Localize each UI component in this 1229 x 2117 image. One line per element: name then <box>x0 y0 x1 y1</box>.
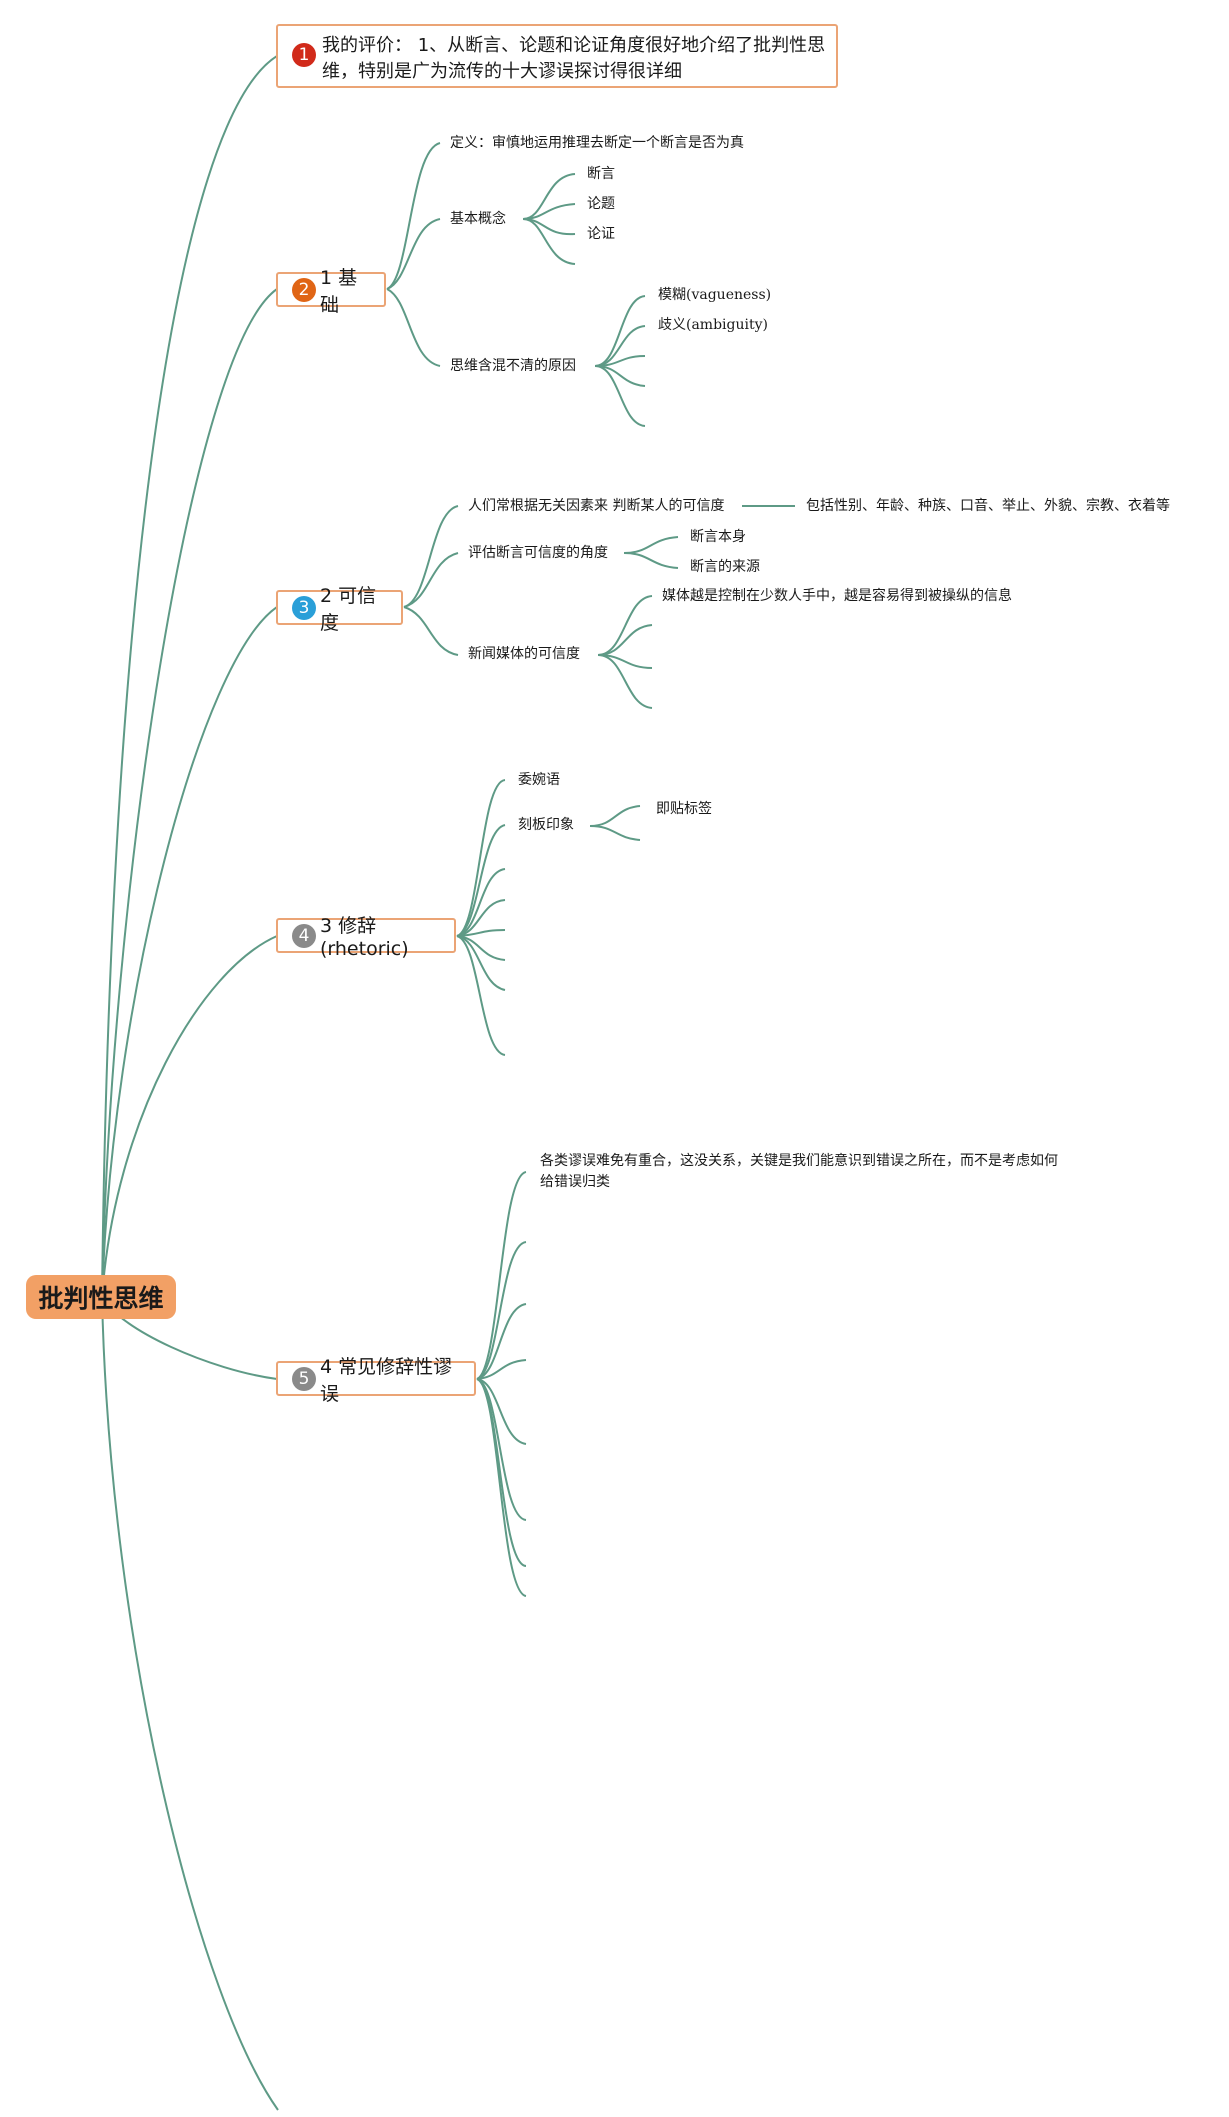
link-root-topic2 <box>101 288 278 1298</box>
link-unclear-5 <box>594 365 646 427</box>
priority-4-icon: 4 <box>292 923 316 948</box>
subtopic-concepts[interactable]: 基本概念 <box>450 211 506 227</box>
link-news-4 <box>597 654 653 709</box>
link-t2-concepts <box>386 218 441 290</box>
topic-basics-text: 1 基础 <box>320 266 358 316</box>
link-stereotype-2 <box>589 825 641 841</box>
priority-1-icon: 1 <box>292 43 316 67</box>
root-topic[interactable]: 批判性思维 <box>26 1275 176 1319</box>
link-t4-3 <box>456 868 506 937</box>
subtopic-fallacies-note[interactable]: 各类谬误难免有重合，这没关系，关键是我们能意识到错误之所在，而不是考虑如何给错误… <box>540 1153 1058 1190</box>
evaluate-claim-source[interactable]: 断言的来源 <box>690 559 760 575</box>
priority-2-icon: 2 <box>292 277 316 302</box>
link-concepts-1 <box>522 173 576 220</box>
topic-rhetoric[interactable]: 4 3 修辞(rhetoric) <box>276 915 456 960</box>
link-news-1 <box>597 595 653 656</box>
subtopic-definition[interactable]: 定义：审慎地运用推理去断定一个断言是否为真 <box>450 135 744 151</box>
link-t5-8 <box>476 1378 527 1597</box>
link-t3-evaluate <box>403 552 459 608</box>
subtopic-euphemism[interactable]: 委婉语 <box>518 772 560 788</box>
link-root-topic3 <box>101 606 278 1298</box>
subtopic-stereotype[interactable]: 刻板印象 <box>518 817 574 833</box>
concept-claim[interactable]: 断言 <box>587 166 615 182</box>
link-news-2 <box>597 624 653 656</box>
link-t4-7 <box>456 935 506 991</box>
topic-fallacies[interactable]: 5 4 常见修辞性谬误 <box>276 1356 476 1405</box>
link-stereotype-1 <box>589 805 641 827</box>
link-t4-4 <box>456 899 506 937</box>
link-evaluate-2 <box>623 552 679 569</box>
link-t5-4 <box>476 1359 527 1380</box>
topic-review[interactable]: 1 我的评价： 1、从断言、论题和论证角度很好地介绍了批判性思维，特别是广为流传… <box>276 24 838 88</box>
link-concepts-4 <box>522 218 576 265</box>
topic-review-text: 我的评价： 1、从断言、论题和论证角度很好地介绍了批判性思维，特别是广为流传的十… <box>322 35 826 82</box>
link-t3-news <box>403 606 459 656</box>
news-media-control[interactable]: 媒体越是控制在少数人手中，越是容易得到被操纵的信息 <box>662 588 1012 604</box>
link-t2-definition <box>386 142 441 290</box>
stereotype-labeling[interactable]: 即贴标签 <box>656 801 712 817</box>
subtopic-news-media[interactable]: 新闻媒体的可信度 <box>468 646 580 662</box>
topic-fallacies-text: 4 常见修辞性谬误 <box>320 1355 453 1405</box>
topic-credibility-text: 2 可信度 <box>320 584 377 634</box>
link-evaluate-1 <box>623 536 679 554</box>
priority-5-icon: 5 <box>292 1366 316 1391</box>
irrelevant-factors-detail[interactable]: 包括性别、年龄、种族、口音、举止、外貌、宗教、衣着等 <box>806 498 1170 514</box>
link-t5-3 <box>476 1303 527 1380</box>
subtopic-evaluate-credibility[interactable]: 评估断言可信度的角度 <box>468 545 608 561</box>
link-t5-5 <box>476 1378 527 1445</box>
unclear-vagueness[interactable]: 模糊(vagueness) <box>658 287 772 303</box>
link-t2-unclear <box>386 288 441 367</box>
link-root-topic1 <box>101 55 278 1298</box>
topic-basics[interactable]: 2 1 基础 <box>276 267 386 316</box>
concept-argument[interactable]: 论证 <box>587 226 615 242</box>
link-t5-1 <box>476 1171 527 1380</box>
subtopic-irrelevant-factors[interactable]: 人们常根据无关因素来 判断某人的可信度 <box>468 498 725 514</box>
link-t4-8 <box>456 935 506 1056</box>
priority-3-icon: 3 <box>292 595 316 620</box>
subtopic-unclear-thinking[interactable]: 思维含混不清的原因 <box>450 358 576 374</box>
link-t4-1 <box>456 779 506 937</box>
link-t5-2 <box>476 1241 527 1380</box>
link-t3-irrelevant <box>403 505 459 608</box>
evaluate-claim-itself[interactable]: 断言本身 <box>690 529 746 545</box>
link-t5-7 <box>476 1378 527 1567</box>
link-t4-5 <box>456 929 506 937</box>
concept-issue[interactable]: 论题 <box>587 196 615 212</box>
link-t4-2 <box>456 824 506 937</box>
link-unclear-1 <box>594 295 646 367</box>
link-root-extra <box>101 1296 279 2111</box>
topic-credibility[interactable]: 3 2 可信度 <box>276 585 403 634</box>
topic-rhetoric-text: 3 修辞(rhetoric) <box>320 915 409 960</box>
unclear-ambiguity[interactable]: 歧义(ambiguity) <box>658 317 768 333</box>
link-root-topic4 <box>101 935 278 1298</box>
